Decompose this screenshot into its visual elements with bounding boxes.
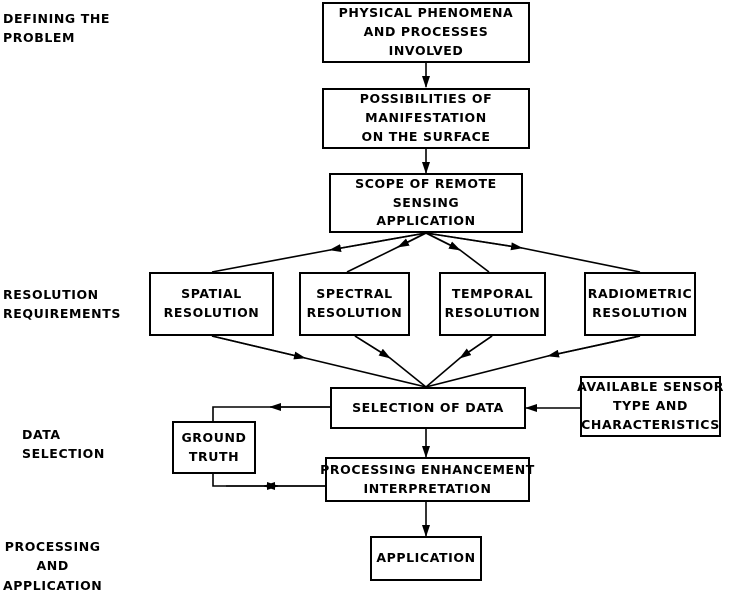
- box-possibilities-of-manifestation: POSSIBILITIES OF MANIFESTATION ON THE SU…: [322, 88, 530, 149]
- box-spatial-resolution: SPATIAL RESOLUTION: [149, 272, 274, 336]
- label-resolution-requirements: RESOLUTION REQUIREMENTS: [3, 287, 121, 322]
- box-application: APPLICATION: [370, 536, 482, 581]
- box-spectral-resolution: SPECTRAL RESOLUTION: [299, 272, 410, 336]
- label-processing-and-application: PROCESSING AND APPLICATION: [3, 539, 103, 593]
- line-ground-truth-bottom: [212, 474, 325, 487]
- box-processing-enhancement: PROCESSING ENHANCEMENT INTERPRETATION: [320, 457, 534, 502]
- arrow-scope-to-temporal: [425, 232, 490, 273]
- box-radiometric-resolution: RADIOMETRIC RESOLUTION: [584, 272, 696, 336]
- box-ground-truth: GROUND TRUTH: [172, 421, 256, 474]
- box-available-sensor: AVAILABLE SENSOR TYPE AND CHARACTERISTIC…: [577, 376, 723, 437]
- label-defining-the-problem: DEFINING THE PROBLEM: [3, 11, 111, 46]
- line-ground-truth-top: [212, 406, 330, 421]
- box-selection-of-data: SELECTION OF DATA: [330, 387, 526, 429]
- arrow-spectral-to-selection: [354, 335, 427, 388]
- box-physical-phenomena: PHYSICAL PHENOMENA AND PROCESSES INVOLVE…: [322, 2, 530, 63]
- box-temporal-resolution: TEMPORAL RESOLUTION: [439, 272, 546, 336]
- arrow-scope-to-radiometric: [425, 232, 641, 273]
- box-scope-of-remote-sensing: SCOPE OF REMOTE SENSING APPLICATION: [329, 173, 523, 233]
- label-data-selection: DATA SELECTION: [22, 427, 105, 462]
